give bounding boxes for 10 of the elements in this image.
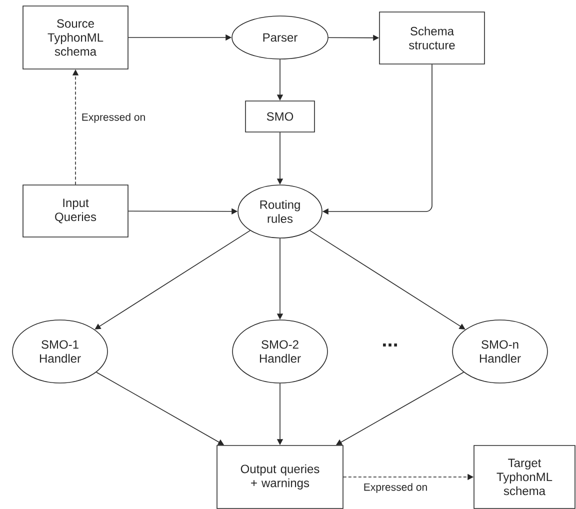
process-box: Schema structure [379,12,485,64]
process-box: Input Queries [22,184,128,238]
edge-label: Expressed on [362,482,429,494]
edge-label: Expressed on [80,112,147,124]
process-box: Source TyphonML schema [22,6,128,70]
ellipsis: ... [383,344,397,346]
arrow [310,230,466,330]
process-box: SMO [245,100,315,132]
process-box: Target TyphonML schema [474,445,576,509]
process-box: Output queries + warnings [216,445,344,509]
